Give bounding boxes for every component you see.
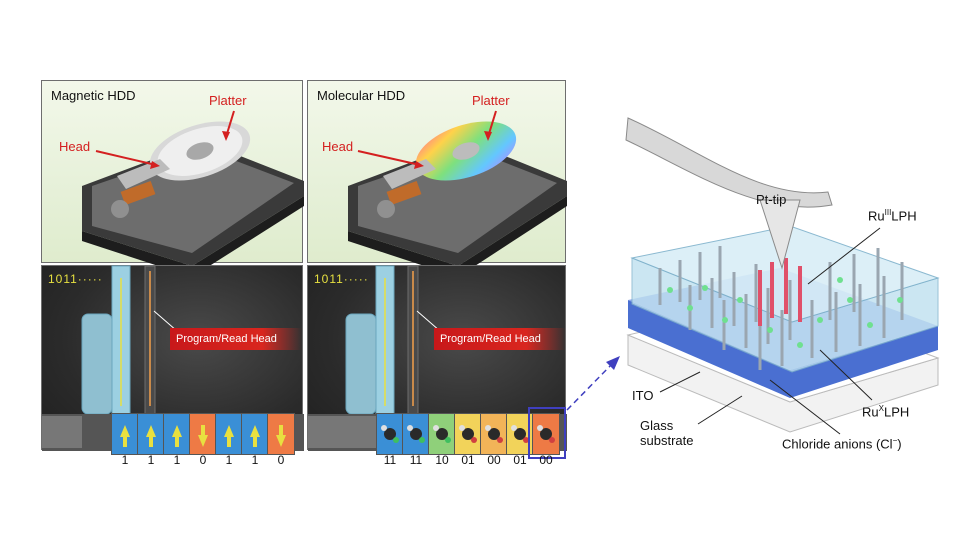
molecular-readout-0: 11 [383, 453, 397, 467]
rux-lph-sup: X [878, 404, 884, 413]
glass-substrate-label: Glass substrate [640, 418, 693, 448]
zoom-arrow-line [566, 363, 613, 411]
pt-tip-label: Pt-tip [756, 192, 787, 207]
chloride-anions-sup: − [892, 436, 898, 445]
magnetic-platter-label: Platter [209, 93, 247, 108]
molecular-readout-2: 10 [435, 453, 449, 467]
magnetic-readout-1: 1 [147, 453, 155, 467]
rux-lph-main: Ru [862, 404, 879, 420]
glass-substrate-line1: Glass [640, 418, 674, 433]
magnetic-head-arrow [95, 150, 160, 169]
ito-label: ITO [632, 388, 654, 403]
ru3-lph-label: RuIIILPH [868, 208, 917, 223]
chloride-anions-main: Chloride anions (Cl [782, 436, 893, 452]
ru3-lph-sup: III [884, 208, 892, 217]
magnetic-hdd-panel: Magnetic HDD Platter Head [41, 80, 304, 277]
molecular-hdd-drive-illustration [348, 121, 567, 277]
magnetic-cell-6 [267, 413, 295, 455]
molecular-readout-1: 11 [409, 453, 423, 467]
magnetic-head-label: Head [59, 139, 91, 154]
rux-lph-label: RuXLPH [862, 404, 909, 419]
magnetic-readout-6: 0 [277, 453, 285, 467]
magnetic-readout-3: 0 [199, 453, 207, 467]
molecular-program-read-head-label: Program/Read Head [434, 328, 566, 350]
magnetic-program-read-head-label: Program/Read Head [170, 328, 302, 350]
magnetic-readout-4: 1 [225, 453, 233, 467]
chloride-anions-label: Chloride anions (Cl−) [782, 436, 902, 451]
ru3-lph-main: Ru [868, 208, 885, 224]
molecular-head-arrow [357, 150, 424, 169]
molecular-hdd-title: Molecular HDD [317, 88, 406, 103]
molecular-readout-5: 01 [513, 453, 527, 467]
molecular-head-label: Head [322, 139, 354, 154]
ru3-lph-suffix: LPH [891, 208, 917, 224]
magnetic-cell-1 [137, 413, 165, 455]
molecular-readout-4: 00 [487, 453, 501, 467]
magnetic-readout-5: 1 [251, 453, 259, 467]
molecular-readout-3: 01 [461, 453, 475, 467]
rux-lph-suffix: LPH [883, 404, 910, 420]
molecular-readout-6: 00 [539, 453, 553, 467]
zoom-arrow-head [606, 356, 620, 370]
molecular-bit-stream: 1011····· [314, 272, 369, 286]
magnetic-platter-arrow [222, 110, 235, 141]
selected-cell-highlight [528, 407, 566, 459]
molecular-platter-arrow [484, 110, 497, 141]
magnetic-bit-stream: 1011····· [48, 272, 103, 286]
chloride-anions-end: ) [897, 436, 902, 452]
glass-substrate-line2: substrate [640, 433, 694, 448]
molecular-platter-label: Platter [472, 93, 510, 108]
magnetic-hdd-title: Magnetic HDD [51, 88, 136, 103]
magnetic-readout-2: 1 [173, 453, 181, 467]
magnetic-readout-0: 1 [121, 453, 129, 467]
molecular-hdd-panel: Molecular HDD Platter Head [307, 80, 567, 277]
